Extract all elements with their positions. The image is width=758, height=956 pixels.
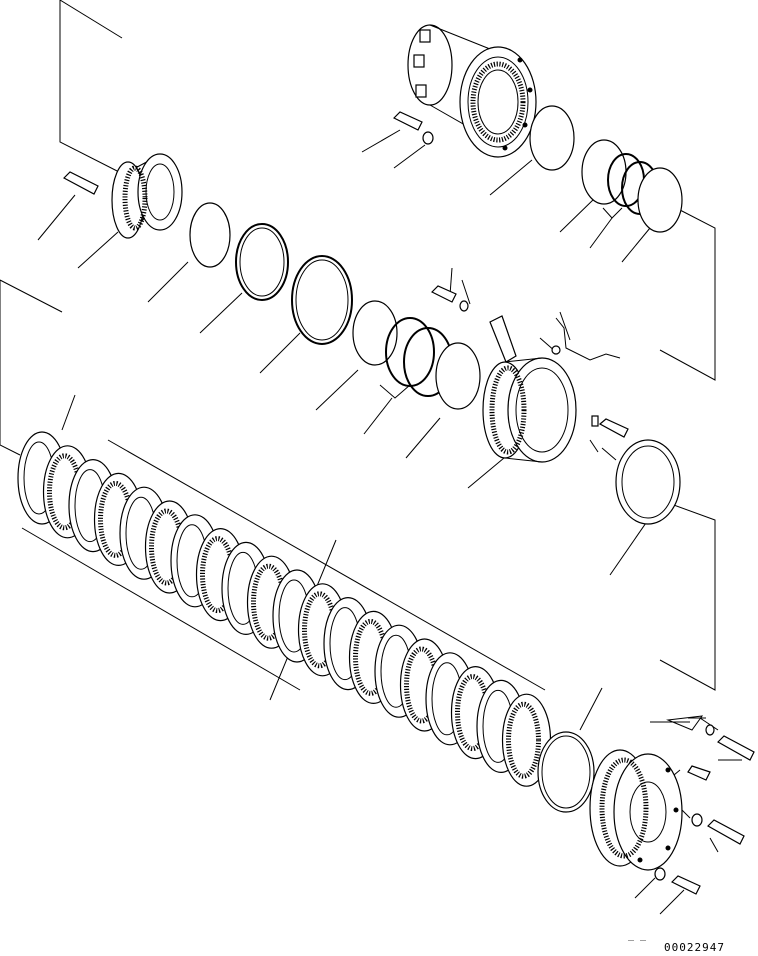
disc-teeth — [506, 701, 541, 779]
seal-rings-right — [529, 105, 683, 233]
corner-mark: _ _ — [628, 930, 647, 941]
seal-rings-upper — [189, 202, 481, 410]
clutch-drum — [430, 285, 629, 463]
cover-fasteners — [654, 715, 755, 895]
clutch-disc-pack — [17, 431, 552, 787]
hub-bolt — [63, 171, 99, 195]
clutch-hub-left — [111, 153, 183, 239]
transmission-housing — [407, 24, 537, 158]
housing-bolt — [392, 111, 434, 145]
drawing-number: 00022947 — [664, 941, 725, 954]
end-plate-right — [615, 439, 681, 525]
piston-cover — [537, 731, 683, 871]
